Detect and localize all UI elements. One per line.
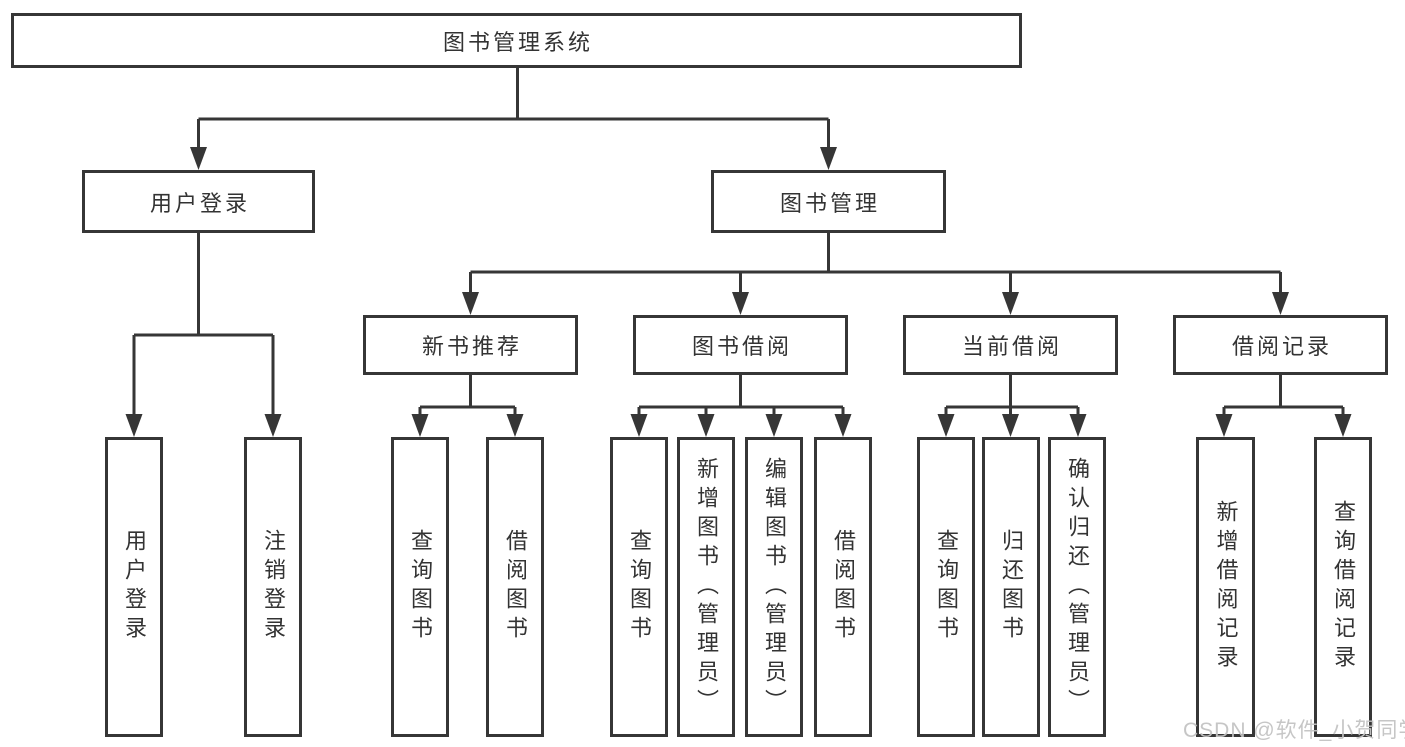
leaf-confirm-return-admin: 确认归还（管理员） xyxy=(1048,437,1106,737)
node-label: 图书管理 xyxy=(779,190,880,216)
leaf-query-books-current: 查询图书 xyxy=(917,437,975,737)
node-borrow-records: 借阅记录 xyxy=(1173,315,1388,375)
node-book-management: 图书管理 xyxy=(711,170,946,233)
node-label: 查询图书 xyxy=(627,529,652,645)
node-library-management-system: 图书管理系统 xyxy=(11,13,1022,68)
leaf-return-books: 归还图书 xyxy=(982,437,1040,737)
node-current-borrowing: 当前借阅 xyxy=(903,315,1118,375)
edge-new-book-to-leaves xyxy=(418,375,517,416)
node-label: 新书推荐 xyxy=(421,334,522,359)
edge-user-login-to-leaves xyxy=(132,233,275,416)
leaf-borrow-books-borrowing: 借阅图书 xyxy=(814,437,872,737)
node-book-borrowing: 图书借阅 xyxy=(633,315,848,375)
node-label: 新增图书（管理员） xyxy=(694,456,719,718)
node-label: 用户登录 xyxy=(149,190,250,216)
csdn-watermark: CSDN @软件_小贺同学 xyxy=(1183,719,1405,742)
node-label: 当前借阅 xyxy=(961,334,1062,359)
leaf-query-books-recommend: 查询图书 xyxy=(391,437,449,737)
node-label: 图书管理系统 xyxy=(442,29,593,55)
leaf-add-book-admin: 新增图书（管理员） xyxy=(677,437,735,737)
arrowheads xyxy=(125,147,1352,437)
node-label: 借阅图书 xyxy=(831,529,856,645)
node-label: 归还图书 xyxy=(999,529,1024,645)
node-label: 查询借阅记录 xyxy=(1331,500,1356,674)
node-new-book-recommend: 新书推荐 xyxy=(363,315,578,375)
edge-current-borrow-to-leaves xyxy=(944,375,1080,416)
leaf-query-borrow-record: 查询借阅记录 xyxy=(1314,437,1372,737)
leaf-add-borrow-record: 新增借阅记录 xyxy=(1196,437,1255,737)
node-label: 查询图书 xyxy=(408,529,433,645)
leaf-logout: 注销登录 xyxy=(244,437,302,737)
node-label: 新增借阅记录 xyxy=(1213,500,1239,674)
node-label: 用户登录 xyxy=(122,529,147,645)
node-label: 注销登录 xyxy=(261,529,286,645)
edge-borrow-record-to-leaves xyxy=(1222,375,1345,416)
edge-book-borrow-to-leaves xyxy=(637,375,845,416)
leaf-query-books-borrowing: 查询图书 xyxy=(610,437,668,737)
node-label: 查询图书 xyxy=(934,529,959,645)
node-label: 确认归还（管理员） xyxy=(1065,456,1090,718)
node-label: 图书借阅 xyxy=(691,334,792,359)
node-label: 编辑图书（管理员） xyxy=(762,456,787,718)
leaf-borrow-books-recommend: 借阅图书 xyxy=(486,437,544,737)
node-label: 借阅记录 xyxy=(1231,334,1332,359)
edge-root-to-level2 xyxy=(197,68,830,149)
node-label: 借阅图书 xyxy=(503,529,528,645)
leaf-edit-book-admin: 编辑图书（管理员） xyxy=(745,437,803,737)
leaf-user-login: 用户登录 xyxy=(105,437,163,737)
edge-book-mgmt-to-level3 xyxy=(469,233,1282,294)
node-user-login: 用户登录 xyxy=(82,170,315,233)
